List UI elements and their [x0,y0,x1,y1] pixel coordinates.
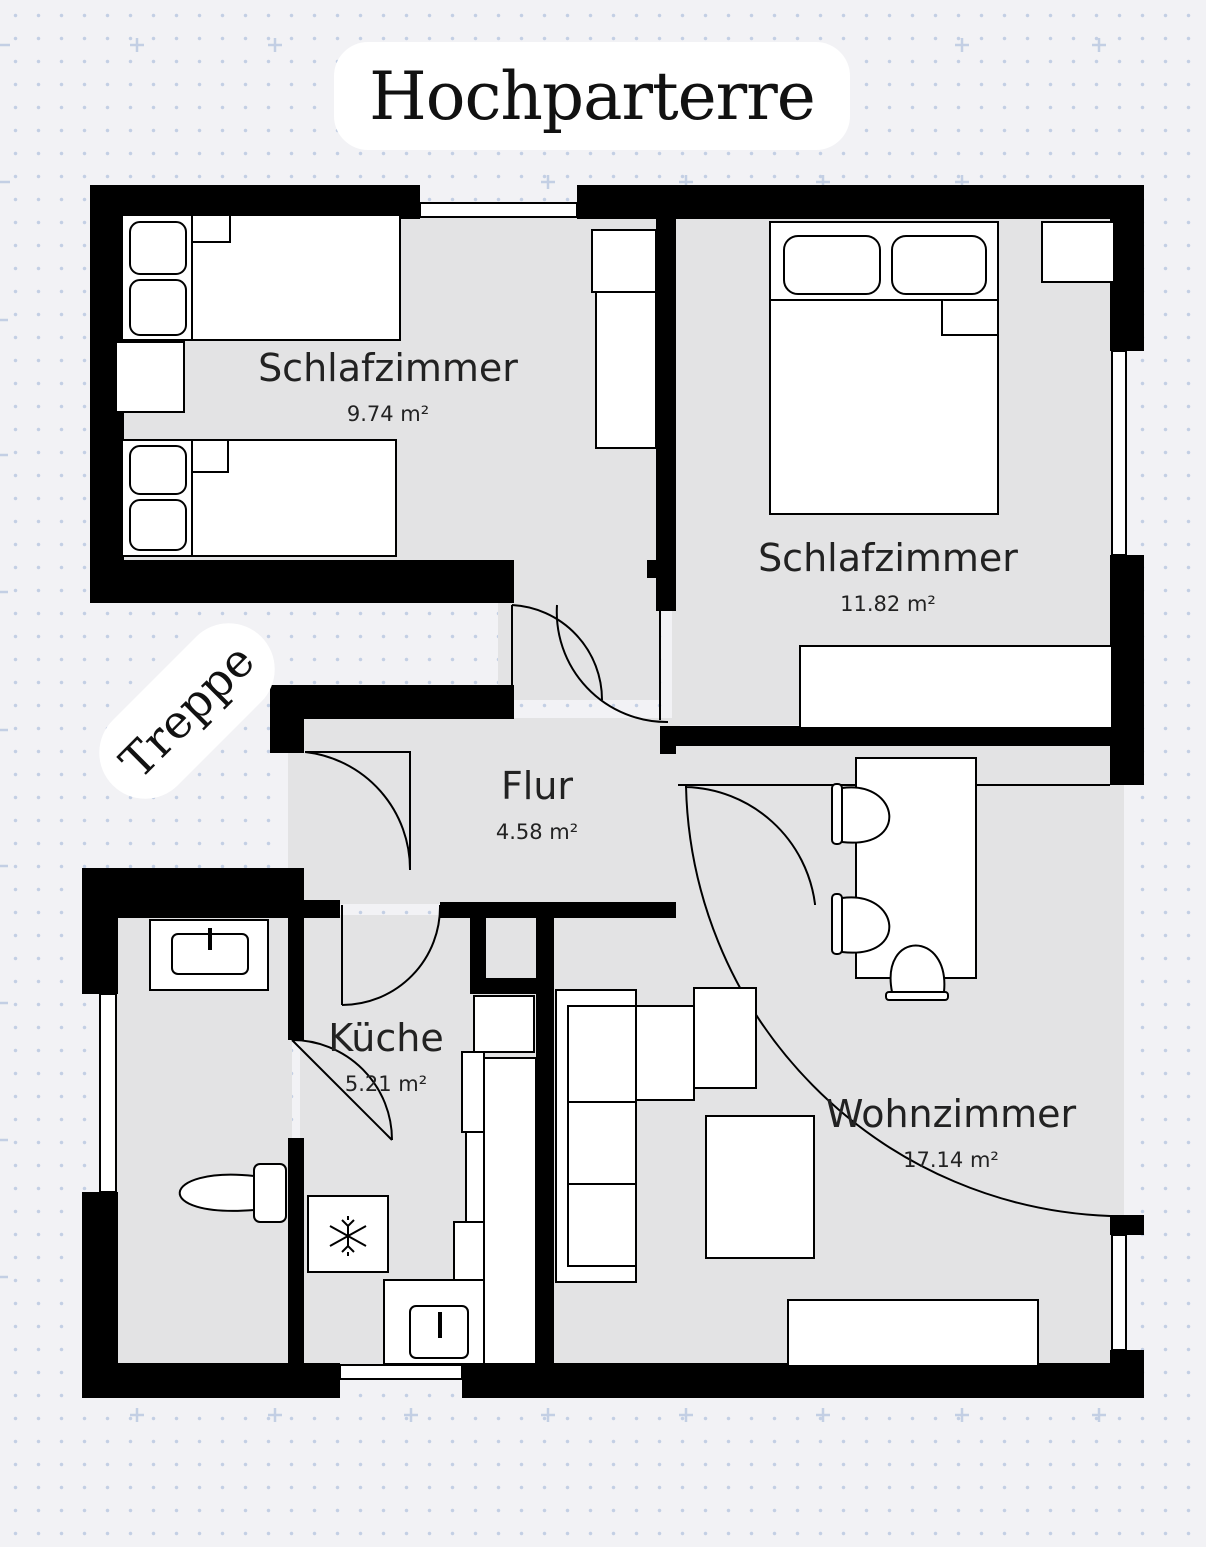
window-top-bedroom-1 [419,202,578,218]
armchair [693,987,757,1089]
room-area: 4.58 m² [495,820,579,844]
kitchen-counter [483,1057,537,1365]
coffee-table [705,1115,815,1259]
kitchen-sink [383,1279,485,1365]
double-bed [769,221,999,515]
wardrobe-bedroom-1-top [591,229,657,293]
cabinet-bedroom-2 [1041,221,1115,283]
room-area: 5.21 m² [344,1072,428,1096]
door-stairs [304,751,412,871]
sofa [555,989,695,1283]
toilet [178,1163,287,1223]
kitchen-cabinet-top [473,995,535,1053]
grid-markers [0,38,1106,1422]
dresser-bedroom-2 [799,645,1113,729]
room-label-bedroom-1: Schlafzimmer 9.74 m² [238,346,538,428]
room-area: 11.82 m² [840,592,936,616]
door-kitchen [291,1039,393,1141]
room-name: Wohnzimmer [825,1092,1077,1136]
window-right-living [1111,1234,1127,1351]
window-bottom-kitchen [339,1364,463,1380]
snowflake-icon [329,1216,367,1256]
walls [82,185,1144,1398]
single-bed-bottom [121,439,397,557]
door-bedroom-2 [555,578,669,724]
kitchen-cabinet-side-2 [465,1131,485,1223]
room-label-living: Wohnzimmer 17.14 m² [806,1092,1096,1174]
window-left-bathroom [99,993,117,1193]
door-living-swing [685,785,1111,1217]
room-area: 17.14 m² [903,1148,999,1172]
room-area: 9.74 m² [346,402,430,426]
bathroom-sink [149,919,269,991]
furniture [115,214,1115,1367]
door-living [685,786,816,905]
tv-board [787,1299,1039,1367]
room-name: Schlafzimmer [258,346,518,390]
dining-chairs [831,783,949,1001]
nightstand [115,341,185,413]
doors [291,578,1111,1217]
windows [99,202,1127,1380]
floor-hallway-entry [288,752,308,872]
room-name: Schlafzimmer [758,536,1018,580]
room-label-kitchen: Küche 5.21 m² [296,1016,476,1098]
floor-title: Hochparterre [334,42,850,150]
door-bedroom-1 [511,604,604,701]
single-bed-top [121,214,401,341]
wardrobe-bedroom-1 [595,291,657,449]
window-right-bedroom-2 [1111,350,1127,556]
room-name: Küche [328,1016,444,1060]
kitchen-cabinet-side-3 [453,1221,485,1283]
room-label-hallway: Flur 4.58 m² [437,764,637,846]
door-bathroom [341,904,442,1006]
room-label-bedroom-2: Schlafzimmer 11.82 m² [738,536,1038,618]
room-name: Flur [500,764,574,808]
